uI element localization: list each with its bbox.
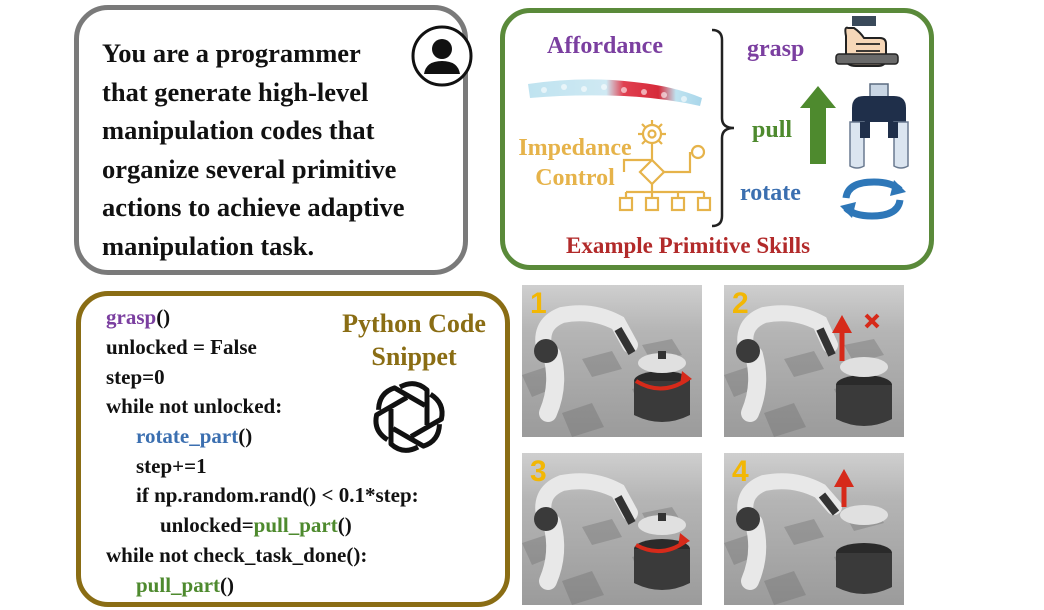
code-line: rotate_part() xyxy=(136,424,252,449)
bracket-icon xyxy=(711,28,735,228)
prompt-line: manipulation codes that xyxy=(102,115,375,145)
sim-frame-3: 3 xyxy=(522,453,702,605)
impedance-label-line: Control xyxy=(535,165,615,191)
rotate-label: rotate xyxy=(740,180,801,206)
frame-number: 2 xyxy=(732,287,749,320)
code-function: rotate_part xyxy=(136,424,239,448)
prompt-line: You are a programmer xyxy=(102,38,361,68)
primitive-skills-box xyxy=(500,8,934,270)
code-text: () xyxy=(238,424,253,448)
prompt-line: that generate high-level xyxy=(102,76,369,107)
code-text: () xyxy=(156,305,171,329)
code-line: unlocked=pull_part() xyxy=(160,513,352,538)
robot-scene xyxy=(724,469,892,605)
robot-scene xyxy=(724,305,892,437)
code-line: pull_part() xyxy=(136,573,234,598)
sim-frame-2: 2 xyxy=(724,285,904,437)
code-line: step+=1 xyxy=(136,454,207,478)
code-function: grasp xyxy=(106,305,157,329)
sim-frame-4: 4 xyxy=(724,453,904,605)
snippet-title-line: Python Code xyxy=(342,309,486,338)
robot-scene xyxy=(522,305,692,437)
frame-number: 4 xyxy=(732,455,749,488)
grasp-label: grasp xyxy=(747,36,805,62)
frame-number: 3 xyxy=(530,455,547,488)
skills-caption: Example Primitive Skills xyxy=(566,233,811,258)
snippet-title: Python Code Snippet xyxy=(326,307,502,373)
impedance-control-label: Impedance Control xyxy=(512,133,638,193)
code-text: () xyxy=(220,573,235,597)
code-function: pull_part xyxy=(253,513,338,537)
code-text: unlocked= xyxy=(160,513,254,537)
code-text: () xyxy=(337,513,352,537)
code-line: while not unlocked: xyxy=(106,394,283,418)
impedance-label-line: Impedance xyxy=(518,135,632,161)
code-line: if np.random.rand() < 0.1*step: xyxy=(136,483,419,507)
gripper-icon xyxy=(849,83,909,169)
prompt-text: You are a programmer that generate high-… xyxy=(102,34,412,265)
code-function: pull_part xyxy=(136,573,221,597)
rotate-arrows-icon xyxy=(840,178,906,220)
code-line: while not check_task_done(): xyxy=(106,543,368,567)
affordance-heatmap-icon xyxy=(528,79,702,106)
user-icon xyxy=(411,25,473,87)
openai-logo-icon xyxy=(373,381,445,453)
prompt-box xyxy=(74,5,468,275)
up-arrow-icon xyxy=(800,86,836,164)
prompt-line: manipulation task. xyxy=(102,230,315,261)
hand-grasp-icon xyxy=(835,16,899,67)
code-line: unlocked = False xyxy=(106,335,257,359)
sim-frame-1: 1 xyxy=(522,285,702,437)
frame-number: 1 xyxy=(530,287,547,320)
code-line: step=0 xyxy=(106,365,165,389)
robot-scene xyxy=(522,473,690,605)
snippet-title-line: Snippet xyxy=(371,342,457,371)
impedance-control-diagram-icon xyxy=(618,120,712,212)
code-line: grasp() xyxy=(106,305,170,330)
pull-label: pull xyxy=(752,117,793,143)
prompt-line: actions to achieve adaptive xyxy=(102,192,405,222)
code-snippet-box xyxy=(76,291,510,607)
affordance-label: Affordance xyxy=(547,33,663,59)
prompt-line: organize several primitive xyxy=(102,153,397,184)
